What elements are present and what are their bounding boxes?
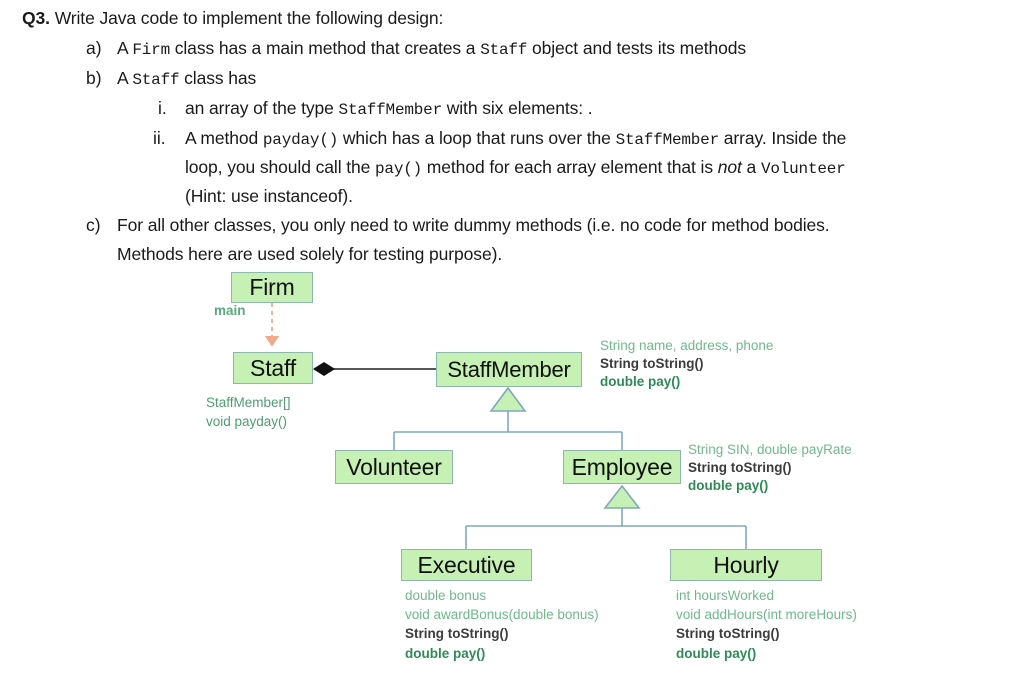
code-staff-b: Staff [132,71,180,89]
item-ii-l2-part3: a [741,157,761,177]
list-marker-ii: ii. [153,128,166,148]
question-heading: Q3. Write Java code to implement the fol… [22,6,443,31]
item-i-text: an array of the type StaffMember with si… [185,96,593,123]
annotation-staffmember-1: String toString() [600,356,704,371]
item-a-part3: object and tests its methods [527,38,747,58]
item-i-part1: an array of the type [185,98,339,118]
annotation-employee-2: double pay() [688,478,769,493]
annotation-staff-0: StaffMember[] [206,395,291,410]
item-i-part2: with six elements: . [441,98,593,118]
item-c-line1: For all other classes, you only need to … [117,215,830,235]
code-staffmember-i: StaffMember [338,101,443,119]
annotation-hourly-0: int hoursWorked [676,588,775,603]
class-box-hourly[interactable]: Hourly [670,549,822,581]
code-staffmember-ii: StaffMember [615,131,720,149]
annotation-executive-3: double pay() [405,646,486,661]
annotation-employee-1: String toString() [688,460,792,475]
item-a-text: A Firm class has a main method that crea… [117,36,746,63]
item-b-text: A Staff class has [117,66,256,93]
item-c-line2: Methods here are used solely for testing… [117,244,503,264]
class-box-firm[interactable]: Firm [231,272,313,303]
annotation-staffmember-0: String name, address, phone [600,338,774,353]
class-box-executive[interactable]: Executive [401,549,532,581]
inheritance-triangle-staffmember [489,386,527,412]
edge-label-main: main [214,303,246,318]
item-a-part2: class has a main method that creates a [169,38,481,58]
annotation-staffmember-2: double pay() [600,374,681,389]
code-firm: Firm [132,41,170,59]
item-ii-part2: which has a loop that runs over the [338,128,616,148]
list-marker-a: a) [86,38,102,58]
annotation-hourly-1: void addHours(int moreHours) [676,607,857,622]
annotation-executive-2: String toString() [405,626,509,641]
question-number: Q3. [22,8,50,28]
composition-diamond [313,362,335,376]
class-box-staffmember[interactable]: StaffMember [436,352,582,387]
inheritance-triangle-employee [603,484,641,509]
item-ii-part1: A method [185,128,263,148]
annotation-executive-1: void awardBonus(double bonus) [405,607,599,622]
code-staff: Staff [480,41,528,59]
annotation-staff-1: void payday() [206,414,288,429]
item-b-part2: class has [179,68,257,88]
class-box-employee[interactable]: Employee [563,450,681,484]
list-marker-c: c) [86,215,101,235]
class-box-volunteer[interactable]: Volunteer [335,450,453,484]
class-box-staff[interactable]: Staff [233,352,313,384]
item-ii-line3: (Hint: use instanceof). [185,186,353,206]
list-marker-i: i. [158,98,167,118]
annotation-executive-0: double bonus [405,588,487,603]
item-ii-line1: A method payday() which has a loop that … [185,126,846,153]
item-ii-line2: loop, you should call the pay() method f… [185,155,846,182]
item-ii-l2-part2: method for each array element that is [422,157,718,177]
annotation-hourly-2: String toString() [676,626,780,641]
code-pay: pay() [375,160,423,178]
emphasis-not: not [717,157,742,177]
item-b-part1: A [117,68,133,88]
item-ii-l2-part1: loop, you should call the [185,157,376,177]
item-a-part1: A [117,38,133,58]
list-marker-b: b) [86,68,102,88]
code-volunteer: Volunteer [760,160,846,178]
item-ii-part3: array. Inside the [718,128,847,148]
code-payday: payday() [262,131,339,149]
question-prompt: Write Java code to implement the followi… [54,8,444,28]
annotation-employee-0: String SIN, double payRate [688,442,852,457]
annotation-hourly-3: double pay() [676,646,757,661]
